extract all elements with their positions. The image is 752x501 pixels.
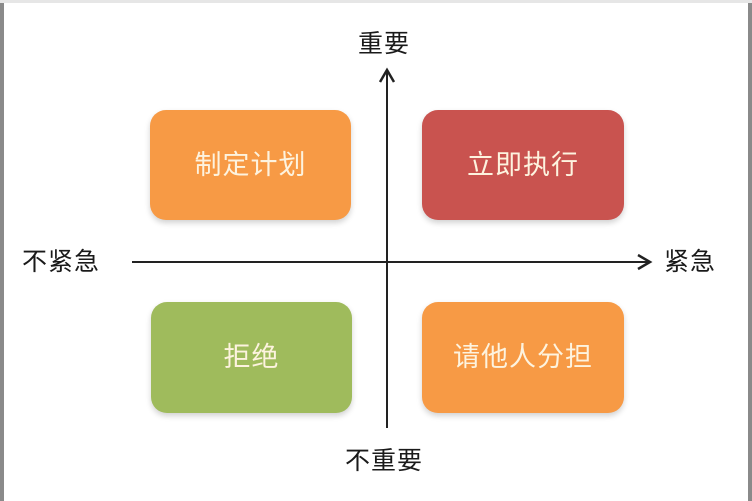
quadrant-reject[interactable]: 拒绝 bbox=[151, 302, 352, 413]
quadrant-label: 制定计划 bbox=[194, 149, 307, 181]
horizontal-axis-arrow-icon bbox=[637, 253, 653, 271]
quadrant-delegate[interactable]: 请他人分担 bbox=[422, 302, 624, 413]
top-border-strip bbox=[0, 0, 752, 3]
axis-label-not-important: 不重要 bbox=[345, 446, 424, 475]
vertical-axis-arrow-icon bbox=[378, 67, 396, 83]
quadrant-label: 立即执行 bbox=[467, 149, 579, 181]
axis-label-important: 重要 bbox=[358, 29, 411, 58]
axis-label-not-urgent: 不紧急 bbox=[22, 247, 101, 276]
quadrant-label: 拒绝 bbox=[223, 342, 280, 373]
axis-label-urgent: 紧急 bbox=[664, 247, 717, 276]
quadrant-execute-now[interactable]: 立即执行 bbox=[422, 110, 624, 220]
quadrant-make-plan[interactable]: 制定计划 bbox=[150, 110, 351, 220]
quadrant-label: 请他人分担 bbox=[453, 342, 593, 373]
